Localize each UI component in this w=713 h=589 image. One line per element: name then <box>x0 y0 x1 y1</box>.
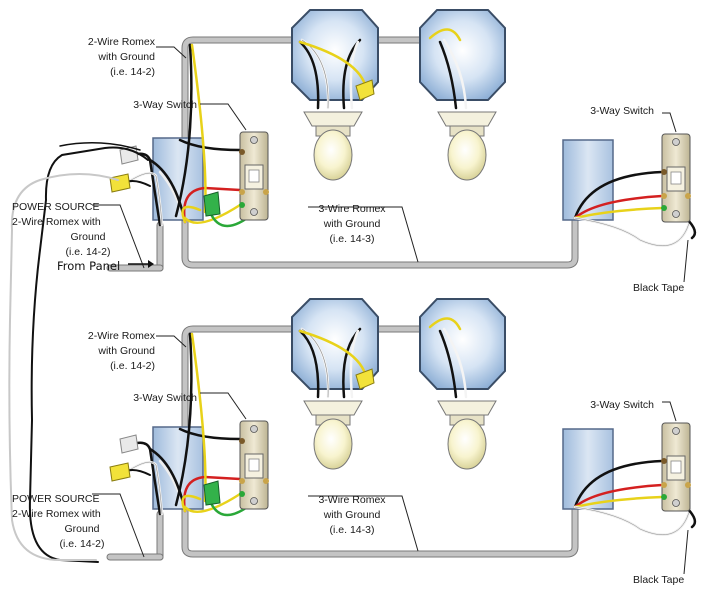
label-switch-right-bottom: 3-Way Switch <box>590 399 654 411</box>
label-2wire-top-2: with Ground <box>97 51 155 63</box>
label-power-bottom-2: 2-Wire Romex with <box>12 508 101 520</box>
label-2wire-bottom-1: 2-Wire Romex <box>88 330 156 342</box>
label-power-top-4: (i.e. 14-2) <box>66 246 111 258</box>
circuit-bottom <box>92 299 695 557</box>
label-3wire-bottom-1: 3-Wire Romex <box>318 494 386 506</box>
label-3wire-top-1: 3-Wire Romex <box>318 203 386 215</box>
circuit-top <box>92 10 695 268</box>
label-power-bottom-1: POWER SOURCE <box>12 493 100 505</box>
label-power-top-3: Ground <box>70 231 105 243</box>
label-power-bottom-3: Ground <box>64 523 99 535</box>
label-black-tape-top: Black Tape <box>633 282 684 294</box>
label-3wire-bottom-3: (i.e. 14-3) <box>330 524 375 536</box>
hand-drawn-wires <box>8 142 149 563</box>
label-2wire-top-3: (i.e. 14-2) <box>110 66 155 78</box>
label-power-top-2: 2-Wire Romex with <box>12 216 101 228</box>
label-3wire-top-3: (i.e. 14-3) <box>330 233 375 245</box>
labels-bottom: 2-Wire Romex with Ground (i.e. 14-2) 3-W… <box>12 330 689 586</box>
label-2wire-top-1: 2-Wire Romex <box>88 36 156 48</box>
label-2wire-bottom-2: with Ground <box>97 345 155 357</box>
labels-top: 2-Wire Romex with Ground (i.e. 14-2) 3-W… <box>12 36 689 294</box>
label-power-bottom-4: (i.e. 14-2) <box>60 538 105 550</box>
label-power-top-1: POWER SOURCE <box>12 201 100 213</box>
label-black-tape-bottom: Black Tape <box>633 574 684 586</box>
from-panel-arrow <box>128 260 154 268</box>
label-2wire-bottom-3: (i.e. 14-2) <box>110 360 155 372</box>
label-switch-left-top: 3-Way Switch <box>133 99 197 111</box>
label-from-panel: From Panel <box>57 259 120 273</box>
label-switch-right-top: 3-Way Switch <box>590 105 654 117</box>
label-switch-left-bottom: 3-Way Switch <box>133 392 197 404</box>
label-3wire-bottom-2: with Ground <box>323 509 381 521</box>
label-3wire-top-2: with Ground <box>323 218 381 230</box>
